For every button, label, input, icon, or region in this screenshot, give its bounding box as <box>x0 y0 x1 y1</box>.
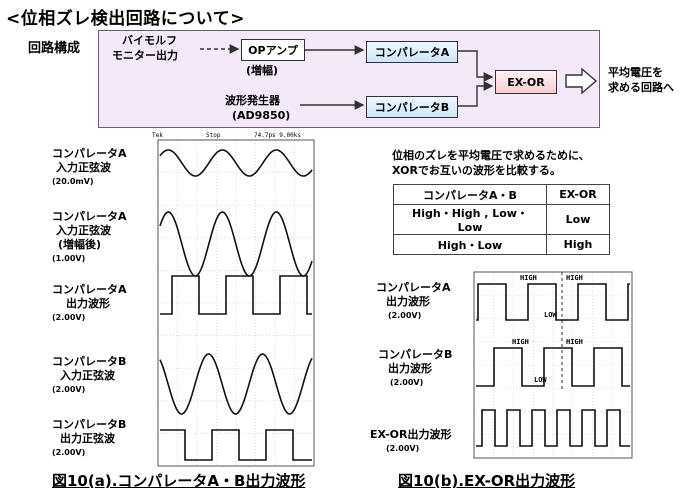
output-label-1: 平均電圧を <box>608 66 663 79</box>
xor-header-output: EX-OR <box>546 184 610 205</box>
scope-b-label-3: EX-OR出力波形(2.00V) <box>370 428 452 453</box>
comparator-b-label: コンパレータB <box>374 101 450 114</box>
xor-table-row: High・Low High <box>393 234 610 255</box>
comp-b-input-sine-trace <box>159 353 313 415</box>
circuit-connections <box>200 44 598 110</box>
comp-a-to-exor-arrow <box>457 50 494 82</box>
generator-label: 波形発生器 <box>225 94 280 107</box>
annotation-high-3: HIGH <box>512 338 529 346</box>
annotation-low-2: LOW <box>534 376 547 384</box>
annotation-high-4: HIGH <box>566 338 583 346</box>
comp-a-output-square-trace <box>160 275 312 315</box>
scope-a-header-left: Tek <box>152 132 163 139</box>
output-arrow-icon <box>565 67 598 95</box>
scope-b-screen: HIGH HIGH LOW HIGH HIGH LOW <box>470 270 636 460</box>
scope-a-header-mid: Stop <box>206 132 221 139</box>
comp-a-amplified-sine-trace <box>159 211 313 277</box>
monitor-output-label: モニター出力 <box>112 49 178 62</box>
xor-cell-inputs: High・Low <box>393 234 547 255</box>
figure-10a-caption: 図10(a).コンパレータA・B出力波形 <box>52 472 306 490</box>
xor-truth-table: コンパレータA・B EX-OR High・High , Low・Low Low … <box>393 184 610 255</box>
page-title: <位相ズレ検出回路について> <box>6 9 245 29</box>
comparator-b-box: コンパレータB <box>366 96 458 118</box>
output-label-2: 求める回路へ <box>608 81 674 94</box>
comparator-a-box: コンパレータA <box>366 41 458 63</box>
comp-a-input-sine-trace <box>159 149 313 177</box>
scope-a-header-right: 74.7ps 9.00ks <box>254 132 301 139</box>
exor-box: EX-OR <box>495 70 557 94</box>
annotation-high-1: HIGH <box>520 274 537 282</box>
xor-cell-inputs: High・High , Low・Low <box>393 204 547 235</box>
comp-b-output-trace <box>476 347 630 387</box>
xor-cell-output: Low <box>546 204 610 235</box>
opamp-sub-label: (増幅) <box>246 64 279 77</box>
scope-a-screen: Tek Stop 74.7ps 9.00ks <box>150 128 320 470</box>
exor-output-trace <box>476 409 630 447</box>
xor-table-row: High・High , Low・Low Low <box>393 204 610 235</box>
opamp-label: OPアンプ <box>248 44 298 57</box>
comp-a-output-trace <box>476 283 630 321</box>
annotation-high-2: HIGH <box>566 274 583 282</box>
explanation-line-2: XORでお互いの波形を比較する。 <box>392 164 561 177</box>
annotation-low-1: LOW <box>544 311 557 319</box>
generator-model-label: (AD9850) <box>232 109 291 122</box>
exor-label: EX-OR <box>507 75 545 89</box>
figure-10b-caption: 図10(b).EX-OR出力波形 <box>398 472 576 490</box>
explanation-line-1: 位相のズレを平均電圧で求めるために、 <box>392 149 590 162</box>
xor-table-header-row: コンパレータA・B EX-OR <box>393 184 610 205</box>
comparator-a-label: コンパレータA <box>374 46 450 59</box>
comp-b-to-exor-arrow <box>457 81 494 107</box>
comp-b-output-square-trace <box>160 429 312 461</box>
circuit-section-label: 回路構成 <box>28 41 81 56</box>
xor-cell-output: High <box>546 234 610 255</box>
bimorph-label: バイモルフ <box>122 34 177 47</box>
xor-header-inputs: コンパレータA・B <box>393 184 547 205</box>
